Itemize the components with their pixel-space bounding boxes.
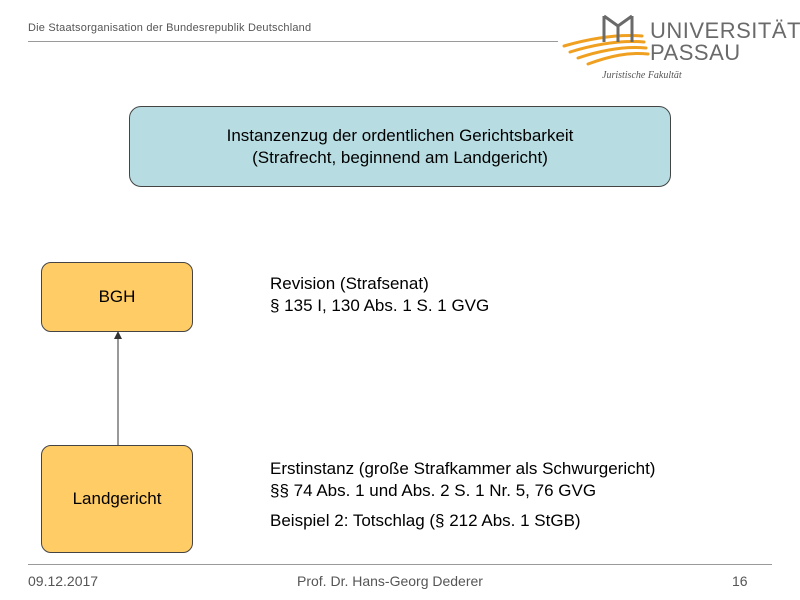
revision-line1: Revision (Strafsenat): [270, 274, 429, 293]
page-number: 16: [732, 573, 748, 589]
court-box-landgericht: Landgericht: [41, 445, 193, 553]
logo-wordmark: UNIVERSITÄT PASSAU: [650, 20, 800, 64]
diagram-title-box: Instanzenzug der ordentlichen Gerichtsba…: [129, 106, 671, 187]
appeal-arrow-icon: [114, 331, 122, 446]
logo-line1: UNIVERSITÄT: [650, 18, 800, 43]
revision-text: Revision (Strafsenat) § 135 I, 130 Abs. …: [270, 273, 489, 317]
logo-swoosh-icon: [562, 34, 650, 66]
footer-author: Prof. Dr. Hans-Georg Dederer: [297, 573, 483, 589]
title-line1: Instanzenzug der ordentlichen Gerichtsba…: [226, 125, 574, 145]
university-logo: [562, 14, 650, 66]
court-label-bgh: BGH: [98, 287, 136, 306]
logo-line2: PASSAU: [650, 40, 741, 65]
first-instance-text: Erstinstanz (große Strafkammer als Schwu…: [270, 458, 655, 532]
first-instance-line2: §§ 74 Abs. 1 und Abs. 2 S. 1 Nr. 5, 76 G…: [270, 481, 597, 500]
header-divider: [28, 41, 558, 42]
footer-date: 09.12.2017: [28, 573, 99, 589]
logo-subtitle: Juristische Fakultät: [602, 70, 682, 81]
header-title: Die Staatsorganisation der Bundesrepubli…: [28, 22, 312, 34]
footer-divider: [28, 564, 772, 565]
first-instance-line1: Erstinstanz (große Strafkammer als Schwu…: [270, 459, 656, 478]
court-box-bgh: BGH: [41, 262, 193, 332]
title-line2: (Strafrecht, beginnend am Landgericht): [252, 147, 548, 167]
court-label-landgericht: Landgericht: [72, 489, 162, 508]
logo-gate-icon: [602, 14, 634, 42]
revision-line2: § 135 I, 130 Abs. 1 S. 1 GVG: [270, 296, 490, 315]
example-line: Beispiel 2: Totschlag (§ 212 Abs. 1 StGB…: [270, 511, 581, 530]
